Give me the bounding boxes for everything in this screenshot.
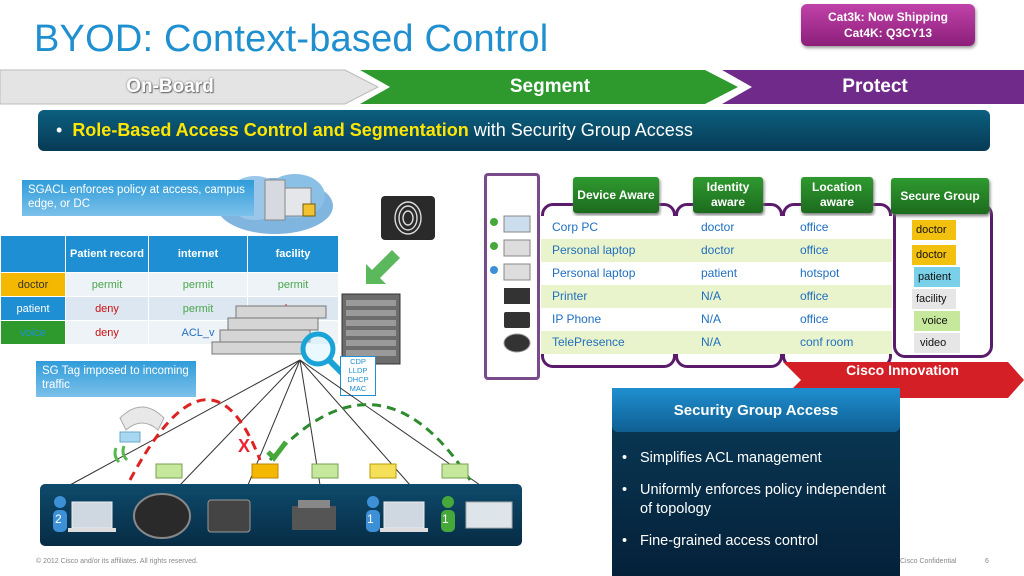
row-identity: doctor [701, 220, 735, 234]
row-device: Corp PC [552, 220, 599, 234]
group-tag-doctor: doctor [912, 245, 956, 265]
group-tag-facility: facility [912, 289, 956, 309]
row-device: TelePresence [552, 335, 625, 349]
device-number-1: 2 [55, 512, 62, 526]
acl-cell: permit [247, 272, 339, 297]
row-device: Personal laptop [552, 266, 636, 280]
step-chevrons [0, 69, 1024, 105]
step-segment: Segment [509, 76, 591, 97]
row-location: hotspot [800, 266, 840, 280]
banner-rest: with Security Group Access [468, 120, 693, 140]
banner-bullet: • [56, 120, 63, 140]
location-aware-header: Location aware [801, 177, 873, 213]
sga-bullet-1-text: Simplifies ACL management [640, 450, 822, 466]
device-number-2: 1 [367, 512, 374, 526]
device-aware-header: Device Aware [573, 177, 659, 213]
acl-header-patient-record: Patient record [65, 235, 149, 273]
protocol-mac: MAC [349, 384, 367, 393]
group-tag-video: video [914, 333, 960, 353]
footer-copyright: © 2012 Cisco and/or its affiliates. All … [36, 558, 198, 565]
acl-cell: permit [65, 272, 149, 297]
context-rows: Corp PC doctor office Personal laptop do… [541, 216, 892, 354]
sgacl-callout: SGACL enforces policy at access, campus … [22, 180, 254, 216]
row-identity: patient [701, 266, 738, 280]
protect-chevron-shape [722, 70, 1024, 104]
protocol-cdp: CDP [350, 357, 366, 366]
down-arrow-icon [366, 250, 400, 284]
sga-bullet-2-text: Uniformly enforces policy independent of… [640, 482, 886, 517]
row-location: office [800, 243, 829, 257]
sga-bullet-3-text: Fine-grained access control [640, 533, 819, 549]
acl-header-internet: internet [148, 235, 248, 273]
sgtag-callout: SG Tag imposed to incoming traffic [36, 361, 196, 397]
secure-group-header: Secure Group [891, 178, 989, 214]
acl-role-voice: voice [0, 320, 66, 345]
sga-bullet-2: •Uniformly enforces policy independent o… [622, 481, 892, 519]
group-tag-doctor: doctor [912, 220, 956, 240]
acl-cell: permit [148, 296, 248, 321]
row-identity: N/A [701, 289, 722, 303]
shipping-line-2: Cat4K: Q3CY13 [843, 26, 933, 40]
acl-header-facility: facility [247, 235, 339, 273]
user-icon-1 [53, 496, 67, 532]
innovation-label: Cisco Innovation [846, 362, 959, 378]
protocol-lldp: LLDP [348, 366, 368, 375]
shipping-line-1: Cat3k: Now Shipping [828, 10, 948, 24]
acl-cell: deny [65, 320, 149, 345]
row-identity: N/A [701, 335, 722, 349]
protocol-dhcp: DHCP [347, 375, 369, 384]
banner: • Role-Based Access Control and Segmenta… [38, 110, 990, 151]
shipping-badge: Cat3k: Now Shipping Cat4K: Q3CY13 [801, 4, 975, 46]
acl-cell: permit [148, 272, 248, 297]
row-device: IP Phone [552, 312, 602, 326]
step-onboard: On-Board [126, 76, 214, 97]
acl-role-patient: patient [0, 296, 66, 321]
fingerprint-icon [381, 196, 435, 240]
page-title: BYOD: Context-based Control [34, 18, 549, 60]
protocol-tag: CDP LLDP DHCP MAC [340, 356, 376, 396]
row-location: office [800, 289, 829, 303]
sga-bullet-3: •Fine-grained access control [622, 533, 819, 549]
identity-aware-header: Identity aware [693, 177, 763, 213]
row-device: Personal laptop [552, 243, 636, 257]
switch-stack-icon [211, 293, 401, 365]
device-icons [490, 215, 531, 353]
row-identity: doctor [701, 243, 735, 257]
acl-cell: deny [65, 296, 149, 321]
context-row: TelePresence N/A conf room [541, 331, 892, 354]
context-row: IP Phone N/A office [541, 308, 892, 331]
row-identity: N/A [701, 312, 722, 326]
network-topology [69, 359, 481, 486]
acl-role-doctor: doctor [0, 272, 66, 297]
banner-highlight: Role-Based Access Control and Segmentati… [72, 120, 469, 140]
segment-chevron-shape [360, 70, 738, 104]
endpoint-devices [53, 493, 513, 539]
context-row: Personal laptop patient hotspot [541, 262, 892, 285]
device-number-3: 1 [442, 512, 449, 526]
row-location: conf room [800, 335, 854, 349]
acl-corner [0, 235, 66, 273]
onboard-chevron-shape [0, 69, 380, 105]
sga-bullet-1: •Simplifies ACL management [622, 450, 822, 466]
sga-title: Security Group Access [612, 388, 900, 432]
footer-confidential: Cisco Confidential [900, 558, 957, 565]
footer-page: 6 [985, 558, 989, 565]
blocked-x-icon: X [238, 436, 251, 456]
access-point-icon [113, 406, 165, 464]
step-protect: Protect [842, 76, 908, 97]
group-tag-voice: voice [914, 311, 960, 331]
group-tag-patient: patient [914, 267, 960, 287]
context-row: Personal laptop doctor office [541, 239, 892, 262]
context-row: Corp PC doctor office [541, 216, 892, 239]
context-row: Printer N/A office [541, 285, 892, 308]
row-device: Printer [552, 289, 588, 303]
row-location: office [800, 312, 829, 326]
row-location: office [800, 220, 829, 234]
